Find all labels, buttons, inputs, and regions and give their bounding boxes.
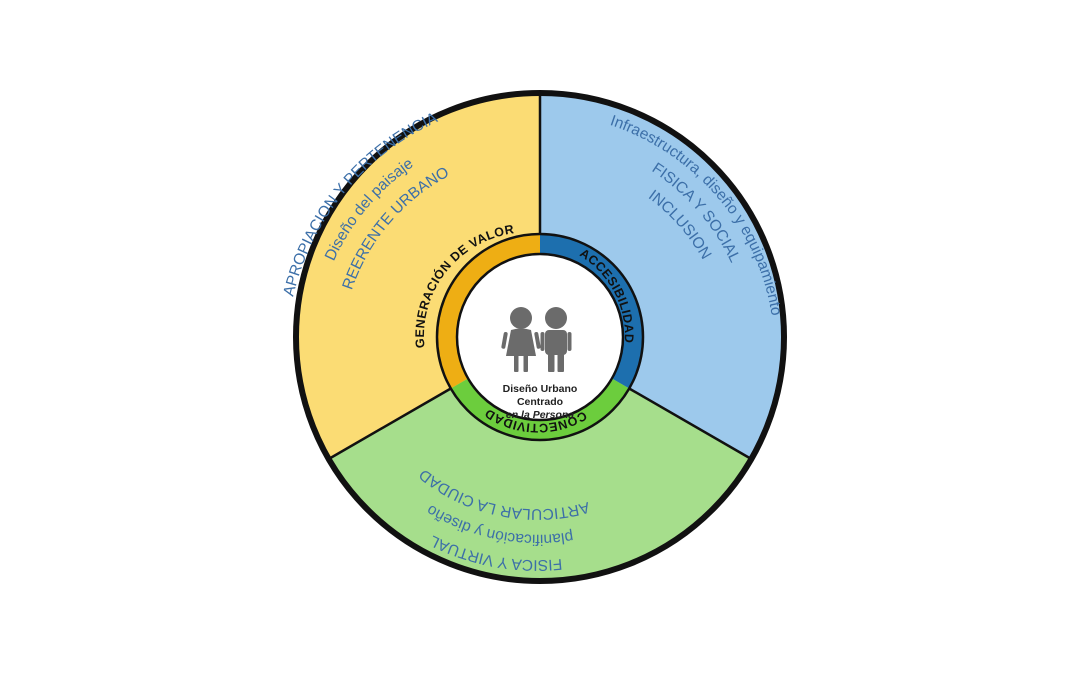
segment-dividers (327, 92, 753, 461)
center-line-2: Centrado (517, 396, 563, 408)
center-line-1: Diseño Urbano (503, 383, 578, 395)
outer-segment-articular (327, 337, 753, 582)
center-line-3: en la Persona (506, 409, 574, 421)
center-disc (455, 252, 625, 422)
two-people-icon (501, 307, 572, 372)
inner-ring-outline (435, 232, 645, 442)
outer-circle-outline (293, 90, 787, 584)
